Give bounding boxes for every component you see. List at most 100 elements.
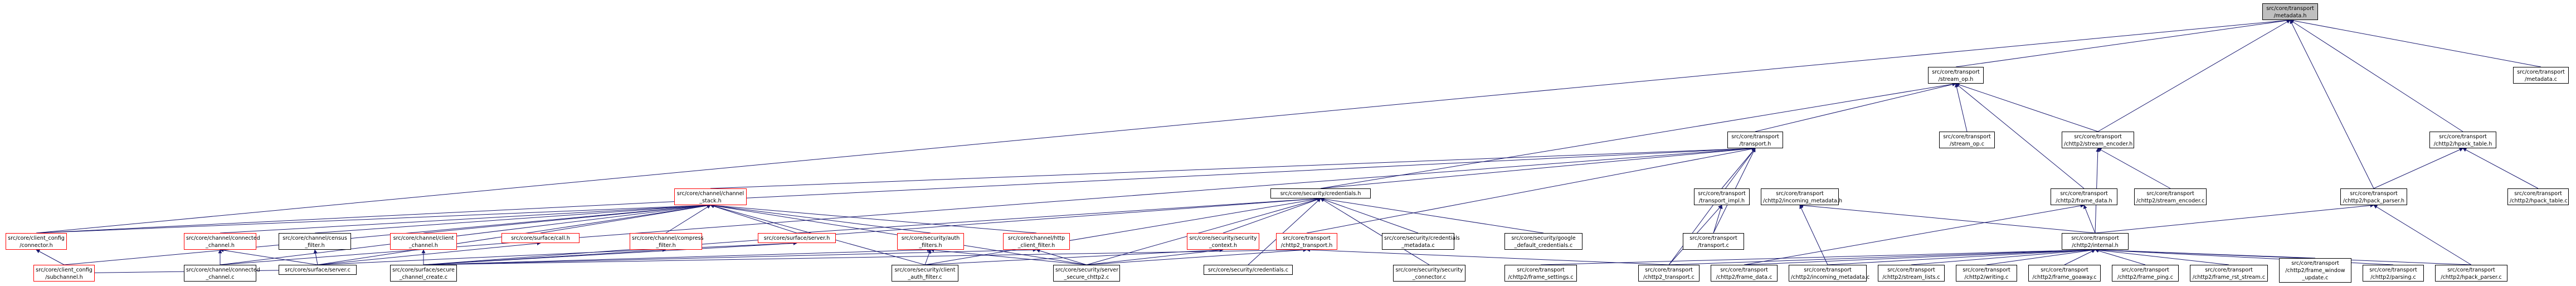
node-label-line: src/core/transport: [1932, 69, 1980, 75]
edge-frame_rst_stream_c-to-chttp2_internal: [2095, 248, 2229, 265]
node-client-auth-filter-c[interactable]: src/core/security/client_auth_filter.c: [892, 265, 958, 282]
node-chttp2-transport-h[interactable]: src/core/transport/chttp2_transport.h: [1276, 233, 1337, 250]
node-frame-rst-stream-c[interactable]: src/core/transport/chttp2/frame_rst_stre…: [2190, 265, 2268, 282]
node-http-client-filter-h[interactable]: src/core/channel/http_client_filter.h: [1003, 233, 1070, 250]
edge-credentials_h-to-transport_h: [1320, 147, 1756, 189]
edge-security_credentials_c-to-credentials_h: [1248, 198, 1321, 265]
node-label-line: src/core/transport: [2517, 69, 2565, 75]
node-hpack-parser-c[interactable]: src/core/transport/chttp2/hpack_parser.c: [2435, 265, 2507, 282]
edge-stream_lists_c-to-chttp2_internal: [1911, 248, 2096, 265]
node-label-line: src/core/transport: [1689, 235, 1737, 241]
node-security-connector-c[interactable]: src/core/security/security_connector.c: [1393, 265, 1465, 282]
node-frame-goaway-c[interactable]: src/core/transport/chttp2/frame_goaway.c: [2028, 265, 2101, 282]
edge-frame_goaway_c-to-chttp2_internal: [2064, 249, 2096, 265]
node-label-line: /chttp2/frame_rst_stream.c: [2192, 274, 2266, 280]
edge-channel_stack-to-transport_h: [710, 146, 1756, 189]
edge-hpack_parser_h-to-hpack_table_h: [2373, 148, 2463, 189]
node-incoming-metadata-h[interactable]: src/core/transport/chttp2/incoming_metad…: [1761, 188, 1842, 205]
edge-transport_h-to-stream_op_h: [1755, 83, 1956, 132]
node-label-line: src/core/transport: [2266, 6, 2314, 12]
node-label-line: /stream_op.h: [1938, 76, 1974, 83]
edge-surface_server_h-to-credentials_h: [796, 196, 1321, 234]
edge-security_connector_c-to-credentials_h: [1320, 198, 1430, 265]
node-channel-stack-h[interactable]: src/core/channel/channel_stack.h: [674, 188, 747, 205]
edge-transport_c-to-transport_impl: [1713, 205, 1723, 234]
node-surface-server-h[interactable]: src/core/surface/server.h: [758, 233, 836, 243]
node-client-channel-h[interactable]: src/core/channel/client_channel.h: [390, 233, 457, 250]
node-label-line: /chttp2_transport.c: [1643, 274, 1694, 280]
node-stream-encoder-h[interactable]: src/core/transport/chttp2/stream_encoder…: [2062, 132, 2134, 148]
edge-chttp2_transport_c-to-chttp2_internal: [1668, 248, 2096, 265]
node-frame-settings-c[interactable]: src/core/transport/chttp2/frame_settings…: [1504, 265, 1577, 282]
edge-frame_data_h-to-stream_op_h: [1955, 83, 2085, 189]
node-security-context-h[interactable]: src/core/security/security_context.h: [1187, 233, 1259, 250]
edge-security_server_secure_chttp2-to-chttp2_transport_h: [1086, 248, 1307, 265]
node-compress-filter-h[interactable]: src/core/channel/compress_filter.h: [630, 233, 704, 250]
edge-chttp2_internal-to-hpack_parser_h: [2095, 203, 2374, 234]
node-security-auth-filters-h[interactable]: src/core/security/auth_filters.h: [897, 233, 964, 250]
node-stream-op-h[interactable]: src/core/transport/stream_op.h: [1928, 67, 1984, 84]
node-census-filter-h[interactable]: src/core/channel/census_filter.h: [279, 233, 351, 250]
node-surface-call-h[interactable]: src/core/surface/call.h: [501, 233, 580, 243]
node-label-line: src/core/security/credentials.c: [1207, 267, 1289, 273]
node-transport-impl-h[interactable]: src/core/transport/transport_impl.h: [1694, 188, 1750, 205]
node-transport-c[interactable]: src/core/transport/transport.c: [1683, 233, 1744, 250]
node-frame-data-c[interactable]: src/core/transport/chttp2/frame_data.c: [1711, 265, 1778, 282]
node-label-line: src/core/transport: [1804, 267, 1852, 273]
node-frame-data-h[interactable]: src/core/transport/chttp2/frame_data.h: [2051, 188, 2117, 205]
node-hpack-table-h[interactable]: src/core/transport/chttp2/hpack_table.h: [2429, 132, 2496, 148]
node-label-line: /chttp2/stream_encoder.h: [2064, 141, 2133, 147]
node-client-config-connector-h[interactable]: src/core/client_config/connector.h: [6, 233, 67, 250]
node-frame-window-update-c[interactable]: src/core/transport/chttp2/frame_window_u…: [2279, 258, 2351, 283]
node-label-line: src/core/surface/server.h: [763, 235, 830, 241]
edge-hpack_table_c-to-hpack_table_h: [2462, 148, 2539, 189]
node-label-line: _metadata.c: [1401, 243, 1435, 249]
node-frame-ping-c[interactable]: src/core/transport/chttp2/frame_ping.c: [2112, 265, 2179, 282]
node-label-line: src/core/transport: [1720, 267, 1768, 273]
node-label-line: src/core/transport: [1887, 267, 1935, 273]
node-label-line: /chttp2/stream_lists.c: [1882, 274, 1940, 280]
edge-surface_server_c-to-surface_call_h: [317, 241, 541, 265]
node-credentials-metadata-c[interactable]: src/core/security/credentials_metadata.c: [1382, 233, 1460, 250]
node-connected-channel-h[interactable]: src/core/channel/connected_channel.h: [184, 233, 260, 250]
edge-incoming_md_c-to-chttp2_internal: [1827, 248, 2096, 265]
edge-surface_call_h-to-channel_stack: [540, 203, 711, 234]
node-label-line: _channel.h: [409, 243, 438, 249]
node-stream-lists-c[interactable]: src/core/transport/chttp2/stream_lists.c: [1878, 265, 1945, 282]
node-label-line: src/core/transport: [1645, 267, 1693, 273]
node-google-default-credentials-c[interactable]: src/core/security/google_default_credent…: [1504, 233, 1582, 250]
node-secure-channel-create-c[interactable]: src/core/surface/secure_channel_create.c: [390, 265, 457, 282]
node-metadata-h: src/core/transport/metadata.h: [2262, 3, 2318, 20]
node-label-line: src/core/transport: [2146, 191, 2194, 197]
node-credentials-h[interactable]: src/core/security/credentials.h: [1270, 188, 1371, 198]
node-connected-channel-c[interactable]: src/core/channel/connected_channel.c: [184, 265, 260, 282]
node-stream-encoder-c[interactable]: src/core/transport/chttp2/stream_encoder…: [2134, 188, 2207, 205]
edge-client_config_connector-to-transport_h: [36, 146, 1756, 234]
node-label-line: src/core/transport: [2041, 267, 2088, 273]
node-chttp2-internal-h[interactable]: src/core/transport/chttp2/internal.h: [2062, 233, 2129, 250]
node-label-line: src/core/transport: [2060, 191, 2108, 197]
node-label-line: _client_filter.h: [1017, 243, 1055, 249]
node-label-line: src/core/transport: [2350, 191, 2398, 197]
edge-chttp2_transport_c-to-chttp2_transport_h: [1306, 248, 1669, 265]
node-hpack-parser-h[interactable]: src/core/transport/chttp2/hpack_parser.h: [2340, 188, 2407, 205]
node-label-line: /chttp2/incoming_metadata.c: [1791, 274, 1870, 280]
edge-google_default_creds-to-credentials_h: [1320, 197, 1544, 234]
node-surface-server-c[interactable]: src/core/surface/server.c: [279, 265, 357, 275]
node-metadata-c[interactable]: src/core/transport/metadata.c: [2513, 67, 2569, 84]
edge-surface_server_h-to-channel_stack: [710, 204, 797, 234]
edge-security_context-to-credentials_h: [1223, 197, 1321, 234]
node-label-line: /chttp2/frame_settings.c: [1508, 274, 1574, 280]
node-parsing-c[interactable]: src/core/transport/chttp2/parsing.c: [2363, 265, 2424, 282]
node-incoming-metadata-c[interactable]: src/core/transport/chttp2/incoming_metad…: [1789, 265, 1870, 282]
node-chttp2-transport-c[interactable]: src/core/transport/chttp2_transport.c: [1638, 265, 1700, 282]
node-subchannel-h[interactable]: src/core/client_config/subchannel.h: [33, 265, 95, 282]
node-writing-c[interactable]: src/core/transport/chttp2/writing.c: [1956, 265, 2017, 282]
node-hpack-table-c[interactable]: src/core/transport/chttp2/hpack_table.c: [2507, 188, 2569, 205]
node-security-credentials-c[interactable]: src/core/security/credentials.c: [1204, 265, 1293, 275]
node-stream-op-c[interactable]: src/core/transport/stream_op.c: [1939, 132, 1995, 148]
edge-connected_channel_c-to-channel_stack: [220, 203, 711, 265]
node-server-secure-chttp2-c[interactable]: src/core/security/server_secure_chttp2.c: [1053, 265, 1120, 282]
node-transport-h[interactable]: src/core/transport/transport.h: [1727, 132, 1783, 148]
node-label-line: /chttp2/hpack_parser.c: [2441, 274, 2502, 280]
